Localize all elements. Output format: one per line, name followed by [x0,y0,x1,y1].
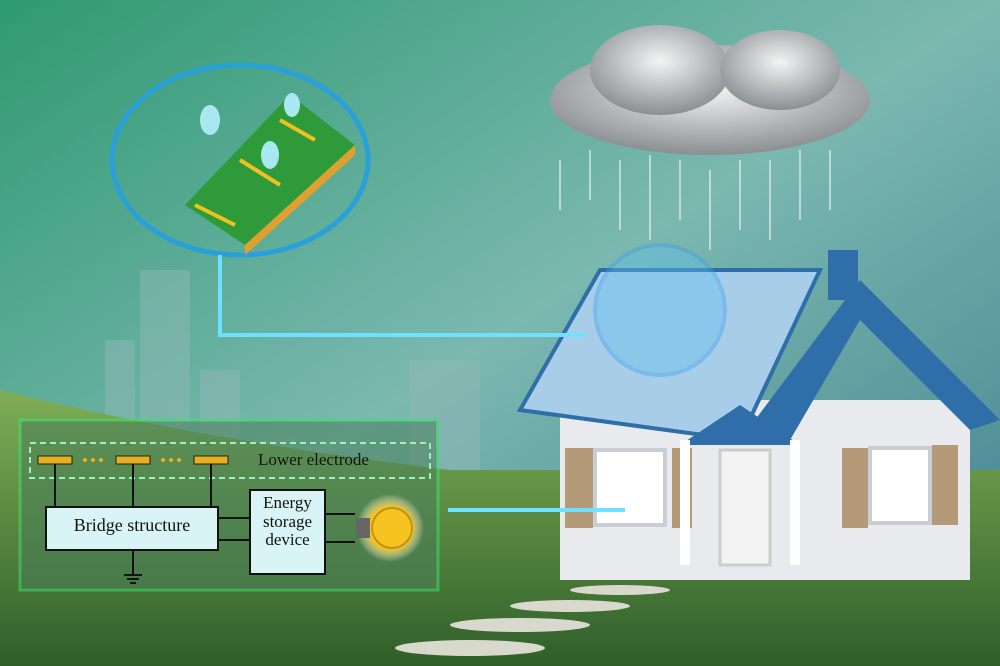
electrodes [37,455,229,465]
energy-storage-line: device [265,530,310,550]
bridge-structure-label: Bridge structure [73,515,191,535]
connector-line [218,255,585,337]
lower-electrode-group [29,442,431,479]
circuit-wires [54,464,355,584]
energy-storage-line: storage [262,511,313,531]
energy-storage-label: Energy storage device [250,493,325,550]
rain-cloud-icon [550,25,870,155]
rain-drops [559,150,831,250]
bridge-structure-box [45,506,219,551]
energy-storage-line: Energy [263,493,312,512]
lower-electrode-label: Lower electrode [258,450,369,469]
device-cycle-arrow-icon [109,62,371,258]
house [516,250,1000,580]
raindrop-magnifier-circle [593,243,727,377]
solar-panel-roof [516,268,824,443]
stone-path [395,585,670,656]
triboelectric-device [185,93,355,255]
energy-storage-box [249,489,326,575]
